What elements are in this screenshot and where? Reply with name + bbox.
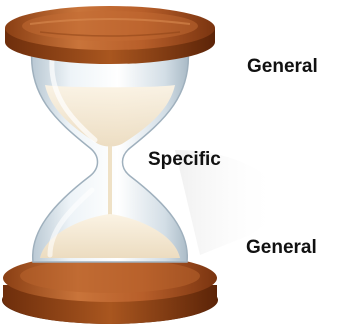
label-general-top: General <box>247 57 318 76</box>
label-general-bottom: General <box>246 238 317 257</box>
label-specific: Specific <box>148 150 221 169</box>
